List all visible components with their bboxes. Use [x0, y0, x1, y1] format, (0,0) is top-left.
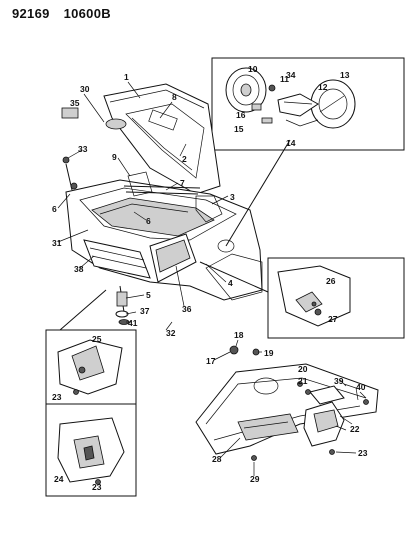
- label-36: 36: [182, 304, 192, 314]
- label-4: 4: [228, 278, 233, 288]
- label-29: 29: [250, 474, 260, 484]
- label-23a: 23: [52, 392, 62, 402]
- label-15: 15: [234, 124, 244, 134]
- label-19: 19: [264, 348, 274, 358]
- label-16: 16: [236, 110, 246, 120]
- label-37: 37: [140, 306, 150, 316]
- label-1: 1: [124, 72, 129, 82]
- label-34: 34: [286, 70, 296, 80]
- label-6a: 6: [52, 204, 57, 214]
- trunk-body: [65, 171, 263, 301]
- label-21: 21: [298, 376, 308, 386]
- label-35: 35: [70, 98, 80, 108]
- leader-bracket: [59, 289, 107, 331]
- part-labels: 1 2 3 4 5 6 6 7 8 9 10 11 12 13 14 15 16…: [52, 64, 368, 492]
- label-17: 17: [206, 356, 216, 366]
- hinge-spring-parts: [61, 107, 79, 191]
- leader-lines: [57, 81, 367, 476]
- label-33: 33: [78, 144, 88, 154]
- label-18: 18: [234, 330, 244, 340]
- label-39: 39: [334, 376, 344, 386]
- label-20: 20: [298, 364, 308, 374]
- label-40: 40: [356, 382, 366, 392]
- label-31: 31: [52, 238, 62, 248]
- label-30: 30: [80, 84, 90, 94]
- label-13: 13: [340, 70, 350, 80]
- rear-latch-assembly: [195, 345, 379, 461]
- label-11: 11: [280, 74, 289, 84]
- label-22: 22: [350, 424, 360, 434]
- label-5: 5: [146, 290, 151, 300]
- leader-striker: [199, 261, 269, 293]
- label-38: 38: [74, 264, 84, 274]
- inset-striker: [267, 257, 405, 339]
- label-7: 7: [180, 178, 185, 188]
- label-28: 28: [212, 454, 222, 464]
- diagram-number: 92169: [12, 6, 50, 21]
- label-9: 9: [112, 152, 117, 162]
- figure-number: 10600B: [63, 6, 111, 21]
- label-2: 2: [182, 154, 187, 164]
- leader-inset-top: [225, 139, 291, 247]
- label-26: 26: [326, 276, 336, 286]
- label-8: 8: [172, 92, 177, 102]
- label-24: 24: [54, 474, 64, 484]
- inset-lock-cylinder: [211, 57, 405, 151]
- label-12: 12: [318, 82, 328, 92]
- label-41: 41: [128, 318, 138, 328]
- inset-bracket-top: [45, 329, 137, 405]
- label-32: 32: [166, 328, 176, 338]
- label-6b: 6: [146, 216, 151, 226]
- inset-bracket-bottom: [45, 403, 137, 497]
- label-3: 3: [230, 192, 235, 202]
- label-23c: 23: [92, 482, 102, 492]
- diagram-header: 92169 10600B: [12, 6, 121, 21]
- label-10: 10: [248, 64, 258, 74]
- label-14: 14: [286, 138, 296, 148]
- label-23b: 23: [358, 448, 368, 458]
- trunk-lid: [103, 83, 221, 195]
- label-25: 25: [92, 334, 102, 344]
- label-27: 27: [328, 314, 338, 324]
